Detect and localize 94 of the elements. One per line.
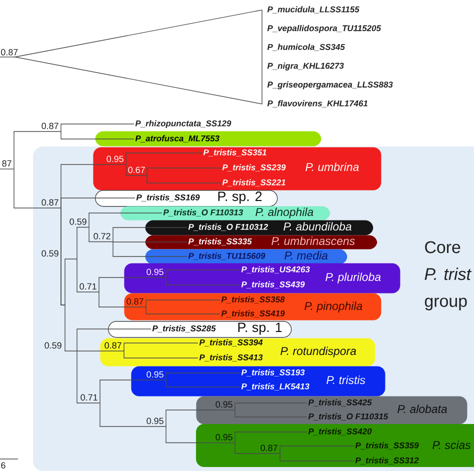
branch-line	[0, 56, 16, 58]
taxon-label: P_tristis_SS193	[241, 369, 305, 376]
taxon-label: P_tristis_SS239	[222, 164, 286, 172]
taxon-label: P_atrofusca_ML7553	[135, 135, 220, 142]
branch-line	[234, 402, 308, 410]
branch-line	[112, 241, 188, 257]
support-value: 0.95	[146, 371, 164, 378]
branch-line	[126, 164, 148, 176]
taxon-label: P_tristis_SS285	[152, 325, 216, 332]
branch-line	[100, 380, 166, 404]
branch-line	[280, 453, 354, 462]
branch-line	[76, 350, 100, 404]
taxon-label: P_tristis_SS425	[308, 399, 372, 406]
support-value: 0.59	[44, 342, 62, 349]
taxon-label: P_tristis_SS419	[221, 310, 285, 318]
taxon-label: P_tristis_O F110312	[188, 224, 268, 231]
taxon-label: P_mucidula_LLSS1155	[267, 6, 360, 14]
branch-line	[0, 168, 14, 170]
support-value: 0.95	[146, 268, 164, 276]
support-value: 0.87	[104, 342, 122, 349]
support-value: 0.95	[216, 434, 232, 440]
taxon-label: P_tristis_TU115609	[188, 252, 266, 260]
branch-line	[146, 306, 220, 314]
branch-line	[14, 168, 62, 208]
branch-line	[146, 300, 220, 308]
branch-line	[60, 131, 134, 140]
branch-line	[166, 372, 240, 380]
support-value: 0.87	[126, 298, 144, 305]
support-value: 0.59	[42, 250, 58, 257]
branch-line	[234, 442, 280, 454]
taxon-label: P_humicola_SS345	[267, 44, 345, 51]
support-value: 87	[2, 160, 12, 167]
taxon-label: P_tristis_SS335	[188, 238, 252, 246]
branch-line	[166, 426, 236, 444]
branch-line	[100, 402, 166, 427]
taxon-label: P_tristis_SS413	[199, 354, 263, 362]
support-value: 0.67	[128, 166, 145, 174]
taxon-label: P_tristis_O F110315	[308, 413, 388, 420]
branch-line	[124, 350, 198, 358]
branch-line	[76, 328, 152, 352]
branch-line	[76, 226, 90, 260]
branch-line	[126, 152, 202, 165]
taxon-label: P_tristis_SS221	[222, 179, 286, 186]
scale-label: 6	[1, 462, 6, 469]
taxon-label: P_tristis_SS439	[241, 281, 305, 288]
branch-line	[112, 241, 188, 242]
taxon-label: P_tristis_SS420	[308, 428, 372, 436]
branch-line	[88, 226, 114, 242]
support-value: 0.71	[80, 394, 98, 401]
taxon-label: P_tristis_LK5413	[241, 383, 310, 390]
branch-line	[60, 198, 136, 208]
branch-line	[76, 258, 100, 292]
taxon-label: P_flavovirens_KHL17461	[267, 100, 368, 108]
branch-line	[166, 277, 240, 286]
support-value: 0.59	[70, 218, 86, 225]
branch-line	[280, 446, 354, 454]
taxon-label: P_vepallidospora_TU115205	[267, 24, 382, 33]
taxon-label: P_tristis_SS312	[355, 457, 419, 464]
branch-line	[98, 277, 166, 292]
support-value: 0.87	[260, 444, 278, 452]
branch-line	[98, 292, 146, 308]
taxon-label: P_nigra_KHL16273	[267, 62, 344, 70]
support-value: 0.95	[216, 401, 232, 408]
support-value: 0.71	[80, 283, 96, 290]
branch-line	[166, 410, 236, 427]
support-value: 0.87	[1, 49, 18, 56]
support-value: 0.87	[42, 122, 58, 130]
support-value: 0.95	[106, 156, 124, 162]
branch-line	[166, 380, 240, 388]
taxon-label: P_griseopergamacea_LLSS883	[267, 81, 393, 90]
branch-line	[112, 227, 188, 242]
support-value: 0.87	[42, 199, 58, 206]
taxon-label: P_tristis_O F110313	[163, 209, 243, 216]
taxon-label: P_tristis_SS394	[199, 339, 263, 346]
taxon-label: P_tristis_US4263	[241, 266, 310, 274]
branch-line	[88, 212, 162, 228]
branch-line	[146, 175, 222, 184]
taxon-label: P_tristis_SS359	[355, 442, 419, 450]
branch-line	[60, 208, 78, 352]
taxon-label: P_tristis_SS351	[203, 149, 266, 156]
support-value: 0.72	[94, 232, 110, 240]
support-value: 0.95	[146, 418, 164, 424]
clade-band	[95, 131, 322, 146]
branch-line	[234, 432, 308, 444]
branch-line	[146, 168, 222, 176]
branch-line	[14, 131, 62, 170]
branch-line	[234, 410, 308, 418]
branch-line	[166, 270, 240, 278]
taxon-label: P_rhizopunctata_SS129	[135, 120, 232, 128]
branch-line	[76, 350, 124, 352]
taxon-label: P_tristis_SS169	[136, 194, 200, 202]
branch-line	[60, 124, 134, 132]
taxon-label: P_tristis_SS358	[221, 296, 285, 304]
branch-line	[124, 342, 198, 352]
